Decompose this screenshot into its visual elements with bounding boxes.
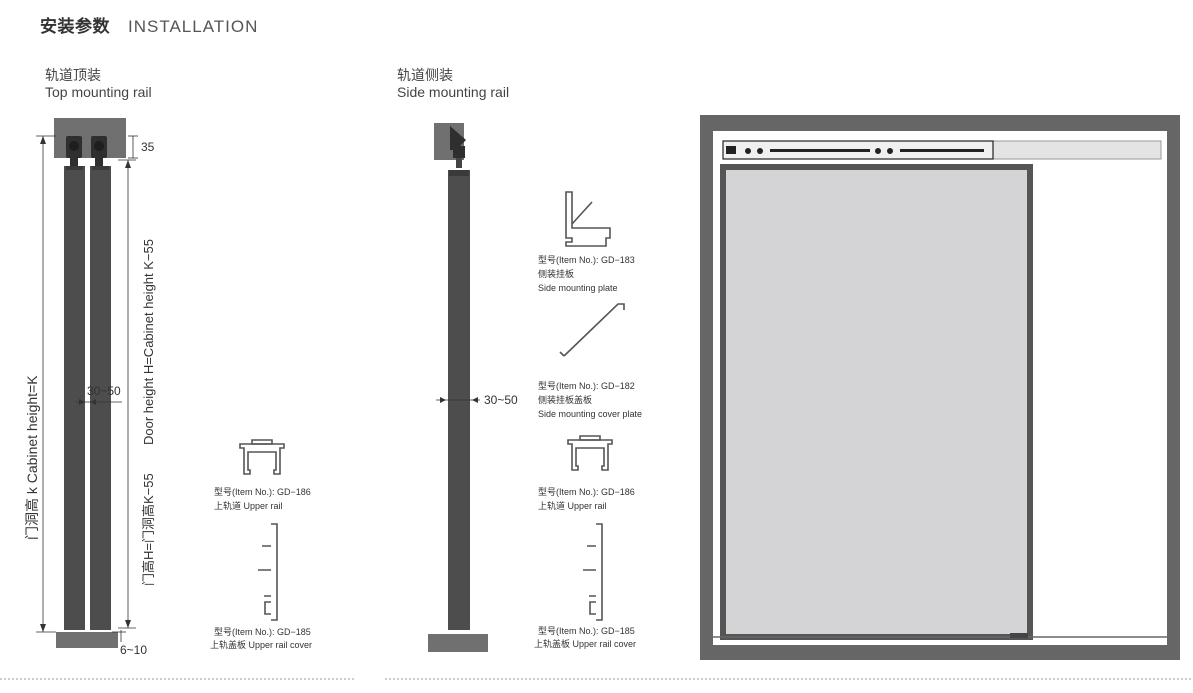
door-panel-right [90, 166, 111, 630]
gd185a-model: 型号(Item No.): GD−185 [214, 627, 311, 637]
cabinet-frame [700, 115, 1180, 660]
gd185b-model: 型号(Item No.): GD−185 [538, 626, 635, 636]
door-height-en-label: Door height H=Cabinet height K−55 [141, 239, 156, 445]
dotted-separators [0, 678, 1193, 680]
side-mounting-diagram: 30~50 型号(Item No.): GD−183 侧装挂板 Side mou… [428, 123, 642, 652]
side-gap-label: 30~50 [484, 393, 518, 407]
title-cn: 安装参数 [40, 17, 110, 36]
section-side-mounting: 轨道侧装 Side mounting rail [397, 67, 509, 101]
section-side-en: Side mounting rail [397, 84, 510, 100]
gd186b-name: 上轨道 Upper rail [538, 500, 607, 511]
gd186a-name: 上轨道 Upper rail [214, 500, 283, 511]
door-gap-label: 30~50 [87, 384, 121, 398]
gd186b-model: 型号(Item No.): GD−186 [538, 487, 635, 497]
side-floor-block [428, 634, 488, 652]
rail-hardware [726, 146, 984, 154]
cabinet-height-label: 门洞高 k Cabinet height=K [24, 375, 40, 540]
section-top-en: Top mounting rail [45, 84, 152, 100]
door-glass-panel [720, 164, 1033, 640]
floor-block [56, 632, 118, 648]
gd185b-name: 上轨盖板 Upper rail cover [534, 638, 636, 649]
gd185-profile-b [583, 523, 603, 621]
roller-left [66, 136, 82, 166]
gd182-profile [559, 303, 625, 357]
title-en: INSTALLATION [128, 17, 259, 36]
gd182-en: Side mounting cover plate [538, 409, 642, 419]
front-elevation [700, 115, 1180, 660]
gd183-cn: 侧装挂板 [538, 268, 574, 279]
bottom-gap-label: 6~10 [120, 643, 147, 657]
gd185-profile-a [258, 523, 278, 621]
gd182-model: 型号(Item No.): GD−182 [538, 381, 635, 391]
page-title: 安装参数 INSTALLATION [40, 12, 258, 37]
gd186-profile-a [239, 439, 285, 475]
gd182-cn: 侧装挂板盖板 [538, 394, 592, 405]
gd185a-name: 上轨盖板 Upper rail cover [210, 639, 312, 650]
section-top-cn: 轨道顶装 [45, 67, 101, 83]
top-mounting-diagram: 门洞高 k Cabinet height=K Door height H=Cab… [24, 118, 312, 657]
door-height-cn-label: 门高H=门洞高K−55 [141, 473, 156, 586]
top-gap-label: 35 [141, 140, 155, 154]
gd186a-model: 型号(Item No.): GD−186 [214, 487, 311, 497]
floor-guide [1010, 633, 1028, 638]
door-panel-left [64, 166, 85, 630]
gd186-profile-b [567, 435, 613, 471]
gd183-en: Side mounting plate [538, 283, 618, 293]
gd183-model: 型号(Item No.): GD−183 [538, 255, 635, 265]
section-top-mounting: 轨道顶装 Top mounting rail [45, 67, 152, 101]
roller-right [91, 136, 107, 166]
ceiling-block [54, 118, 126, 158]
section-side-cn: 轨道侧装 [397, 67, 453, 83]
gd183-profile [565, 191, 611, 247]
